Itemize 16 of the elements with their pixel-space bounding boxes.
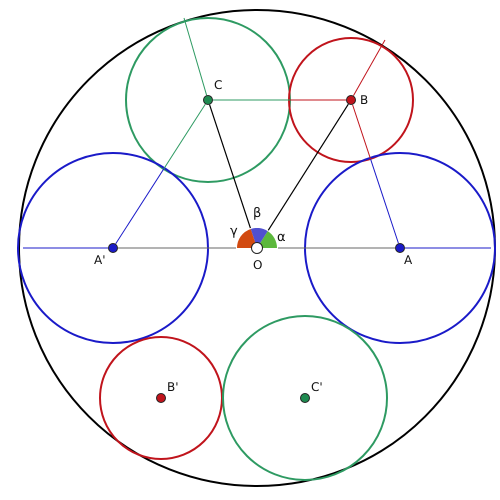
line-segment <box>352 104 399 244</box>
point-label: A' <box>94 253 106 267</box>
point-label: B' <box>167 380 179 394</box>
line-segment <box>115 104 206 244</box>
radius-line <box>352 40 386 96</box>
angle-label: γ <box>230 224 238 239</box>
point-label: C <box>214 78 222 92</box>
point-label: B <box>360 93 368 107</box>
line-segment <box>268 104 349 231</box>
angle-label: α <box>277 230 286 245</box>
point-label: C' <box>311 380 323 394</box>
angle-label: β <box>253 206 262 221</box>
line-segment <box>209 104 251 228</box>
point-label: O <box>253 258 262 272</box>
point-label: A <box>404 253 412 267</box>
radius-line <box>184 18 208 96</box>
